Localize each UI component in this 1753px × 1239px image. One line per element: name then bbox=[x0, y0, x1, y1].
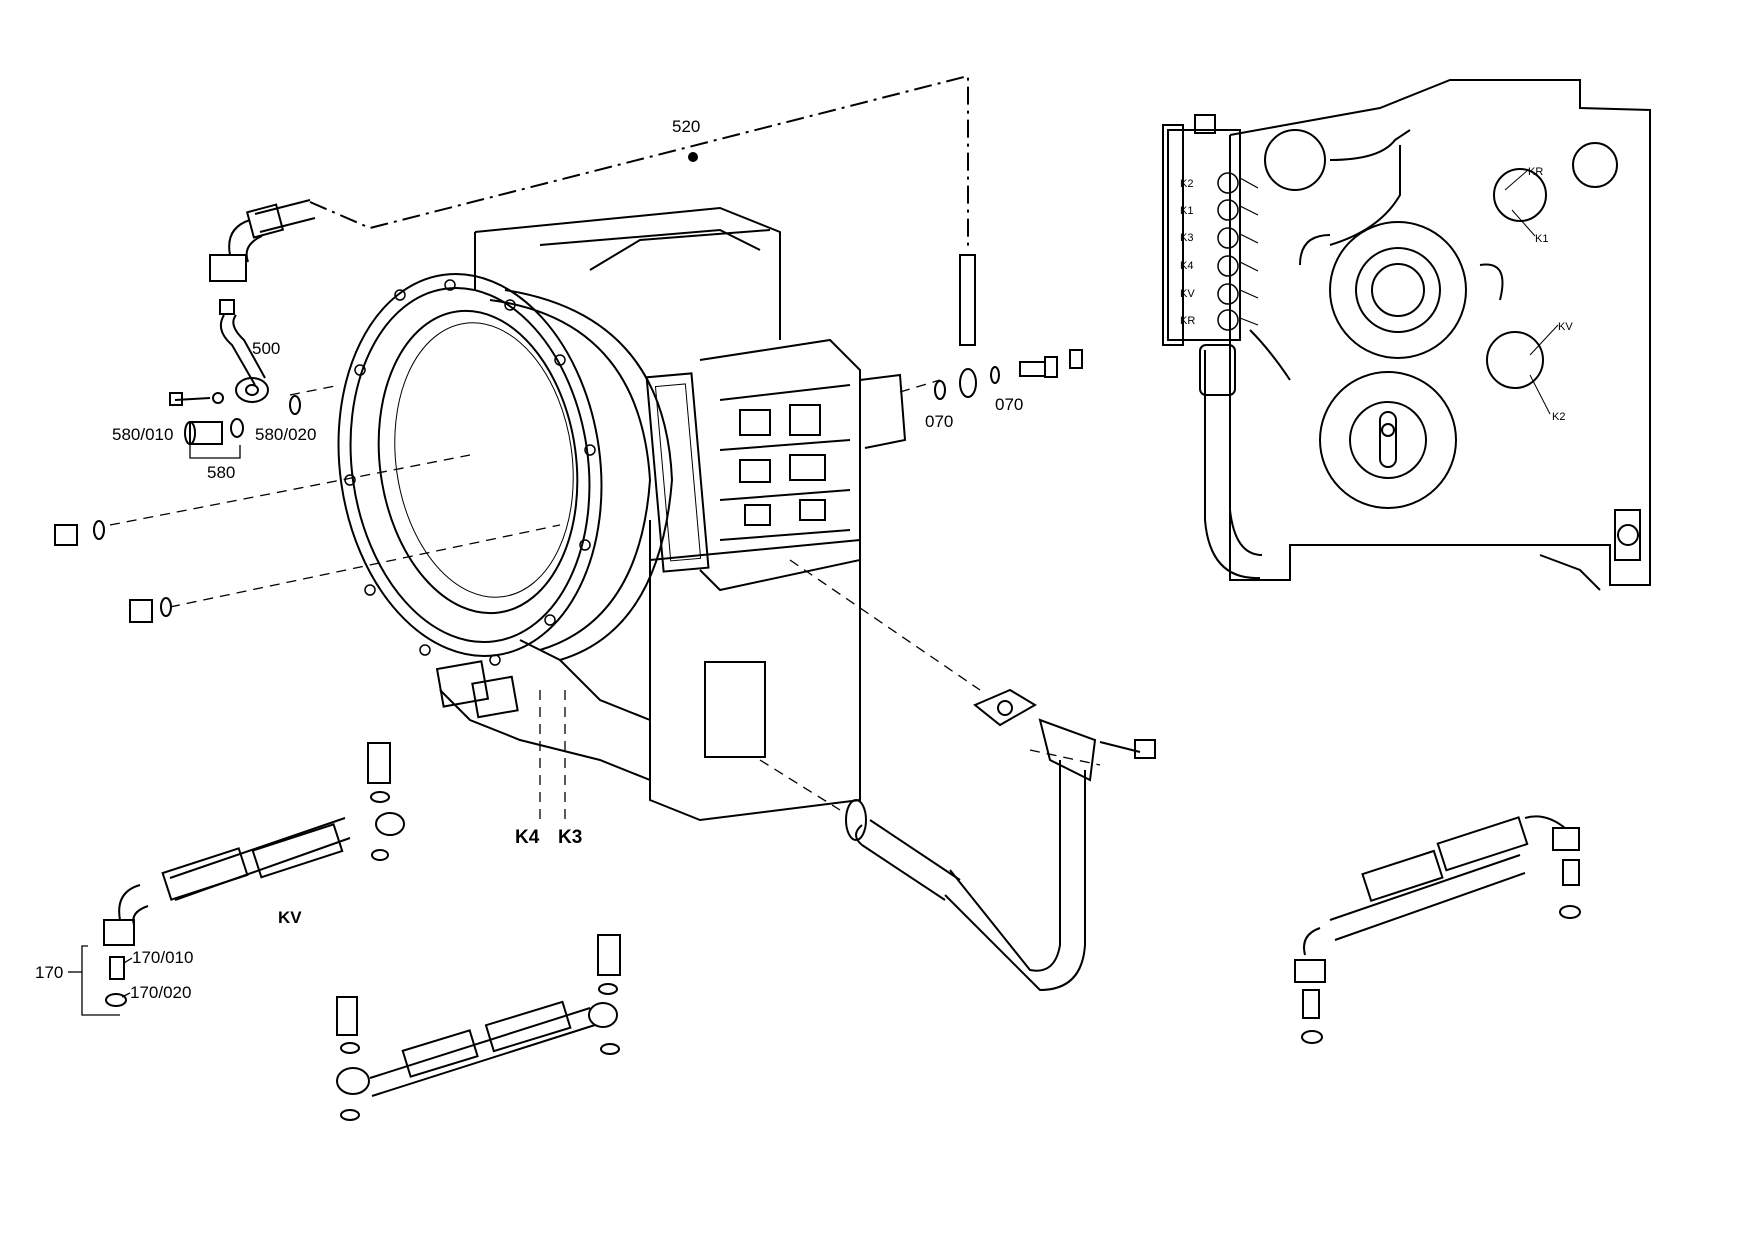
flange-bolt-holes bbox=[344, 279, 596, 666]
hose-520-nut bbox=[209, 254, 247, 282]
fitting-170-010 bbox=[109, 956, 125, 980]
seal-ring-580-020 bbox=[230, 418, 244, 438]
label-170: 170 bbox=[35, 963, 63, 982]
suction-pipe bbox=[845, 688, 1156, 992]
bracket-580 bbox=[189, 445, 241, 459]
transmission-housing bbox=[337, 206, 861, 822]
rear-port-block bbox=[1162, 114, 1259, 346]
port-label-kv: KV bbox=[1180, 288, 1195, 300]
label-170-020: 170/020 bbox=[130, 983, 191, 1002]
port-label-k4: K4 bbox=[1180, 260, 1193, 272]
housing-cover-plate bbox=[704, 661, 766, 758]
hose-lower bbox=[336, 934, 621, 1121]
fitting-170 bbox=[81, 945, 127, 1016]
label-500: 500 bbox=[252, 339, 280, 358]
label-k3: K3 bbox=[558, 827, 582, 848]
label-070-left: 070 bbox=[925, 412, 953, 431]
pipe-500 bbox=[219, 299, 269, 403]
label-580-010: 580/010 bbox=[112, 425, 173, 444]
rear-view-port-labels: KR K1 KV K2 bbox=[1528, 166, 1573, 423]
hose-right bbox=[1294, 815, 1581, 1044]
plug-screw-1 bbox=[54, 520, 105, 546]
hose-520 bbox=[209, 199, 316, 282]
label-kv: KV bbox=[278, 908, 302, 927]
callout-labels: 520 500 580/010 580/020 580 070 070 K4 K… bbox=[35, 117, 1023, 1002]
port-block-labels: K2 K1 K3 K4 KV KR bbox=[1180, 178, 1195, 327]
rear-view-housing bbox=[1199, 79, 1651, 591]
pipe-route-520 bbox=[309, 74, 969, 250]
port-label-k2: K2 bbox=[1180, 178, 1193, 190]
callout-label-connectors bbox=[68, 957, 133, 998]
plug-screw-2 bbox=[129, 597, 172, 623]
hose-kv bbox=[103, 742, 405, 946]
rear-label-k2: K2 bbox=[1552, 411, 1565, 423]
label-170-010: 170/010 bbox=[132, 948, 193, 967]
banjo-bolt-580 bbox=[169, 392, 301, 445]
leader-lines bbox=[109, 379, 1101, 820]
port-label-k3: K3 bbox=[1180, 232, 1193, 244]
rear-label-kr: KR bbox=[1528, 166, 1543, 178]
label-070-right: 070 bbox=[995, 395, 1023, 414]
label-580-020: 580/020 bbox=[255, 425, 316, 444]
pipe-flange-gasket bbox=[973, 688, 1037, 727]
hollow-screw-580-010 bbox=[189, 421, 223, 445]
route-marker-520 bbox=[688, 152, 698, 162]
control-valve-block bbox=[645, 338, 907, 592]
strainer-seal-ring bbox=[845, 799, 867, 841]
label-k4: K4 bbox=[515, 827, 540, 848]
port-fittings bbox=[1217, 172, 1239, 331]
seal-ring-170-020 bbox=[105, 993, 127, 1007]
port-label-kr: KR bbox=[1180, 315, 1195, 327]
pipe-070-tube bbox=[959, 254, 976, 346]
hose-kv-banjo-bolt bbox=[367, 742, 391, 784]
label-520: 520 bbox=[672, 117, 700, 136]
pipe-070 bbox=[934, 254, 1083, 400]
rear-label-k1: K1 bbox=[1535, 233, 1548, 245]
rear-view-port-leaders bbox=[1504, 169, 1559, 415]
port-label-k1: K1 bbox=[1180, 205, 1193, 217]
label-580: 580 bbox=[207, 463, 235, 482]
rear-label-kv: KV bbox=[1558, 321, 1573, 333]
